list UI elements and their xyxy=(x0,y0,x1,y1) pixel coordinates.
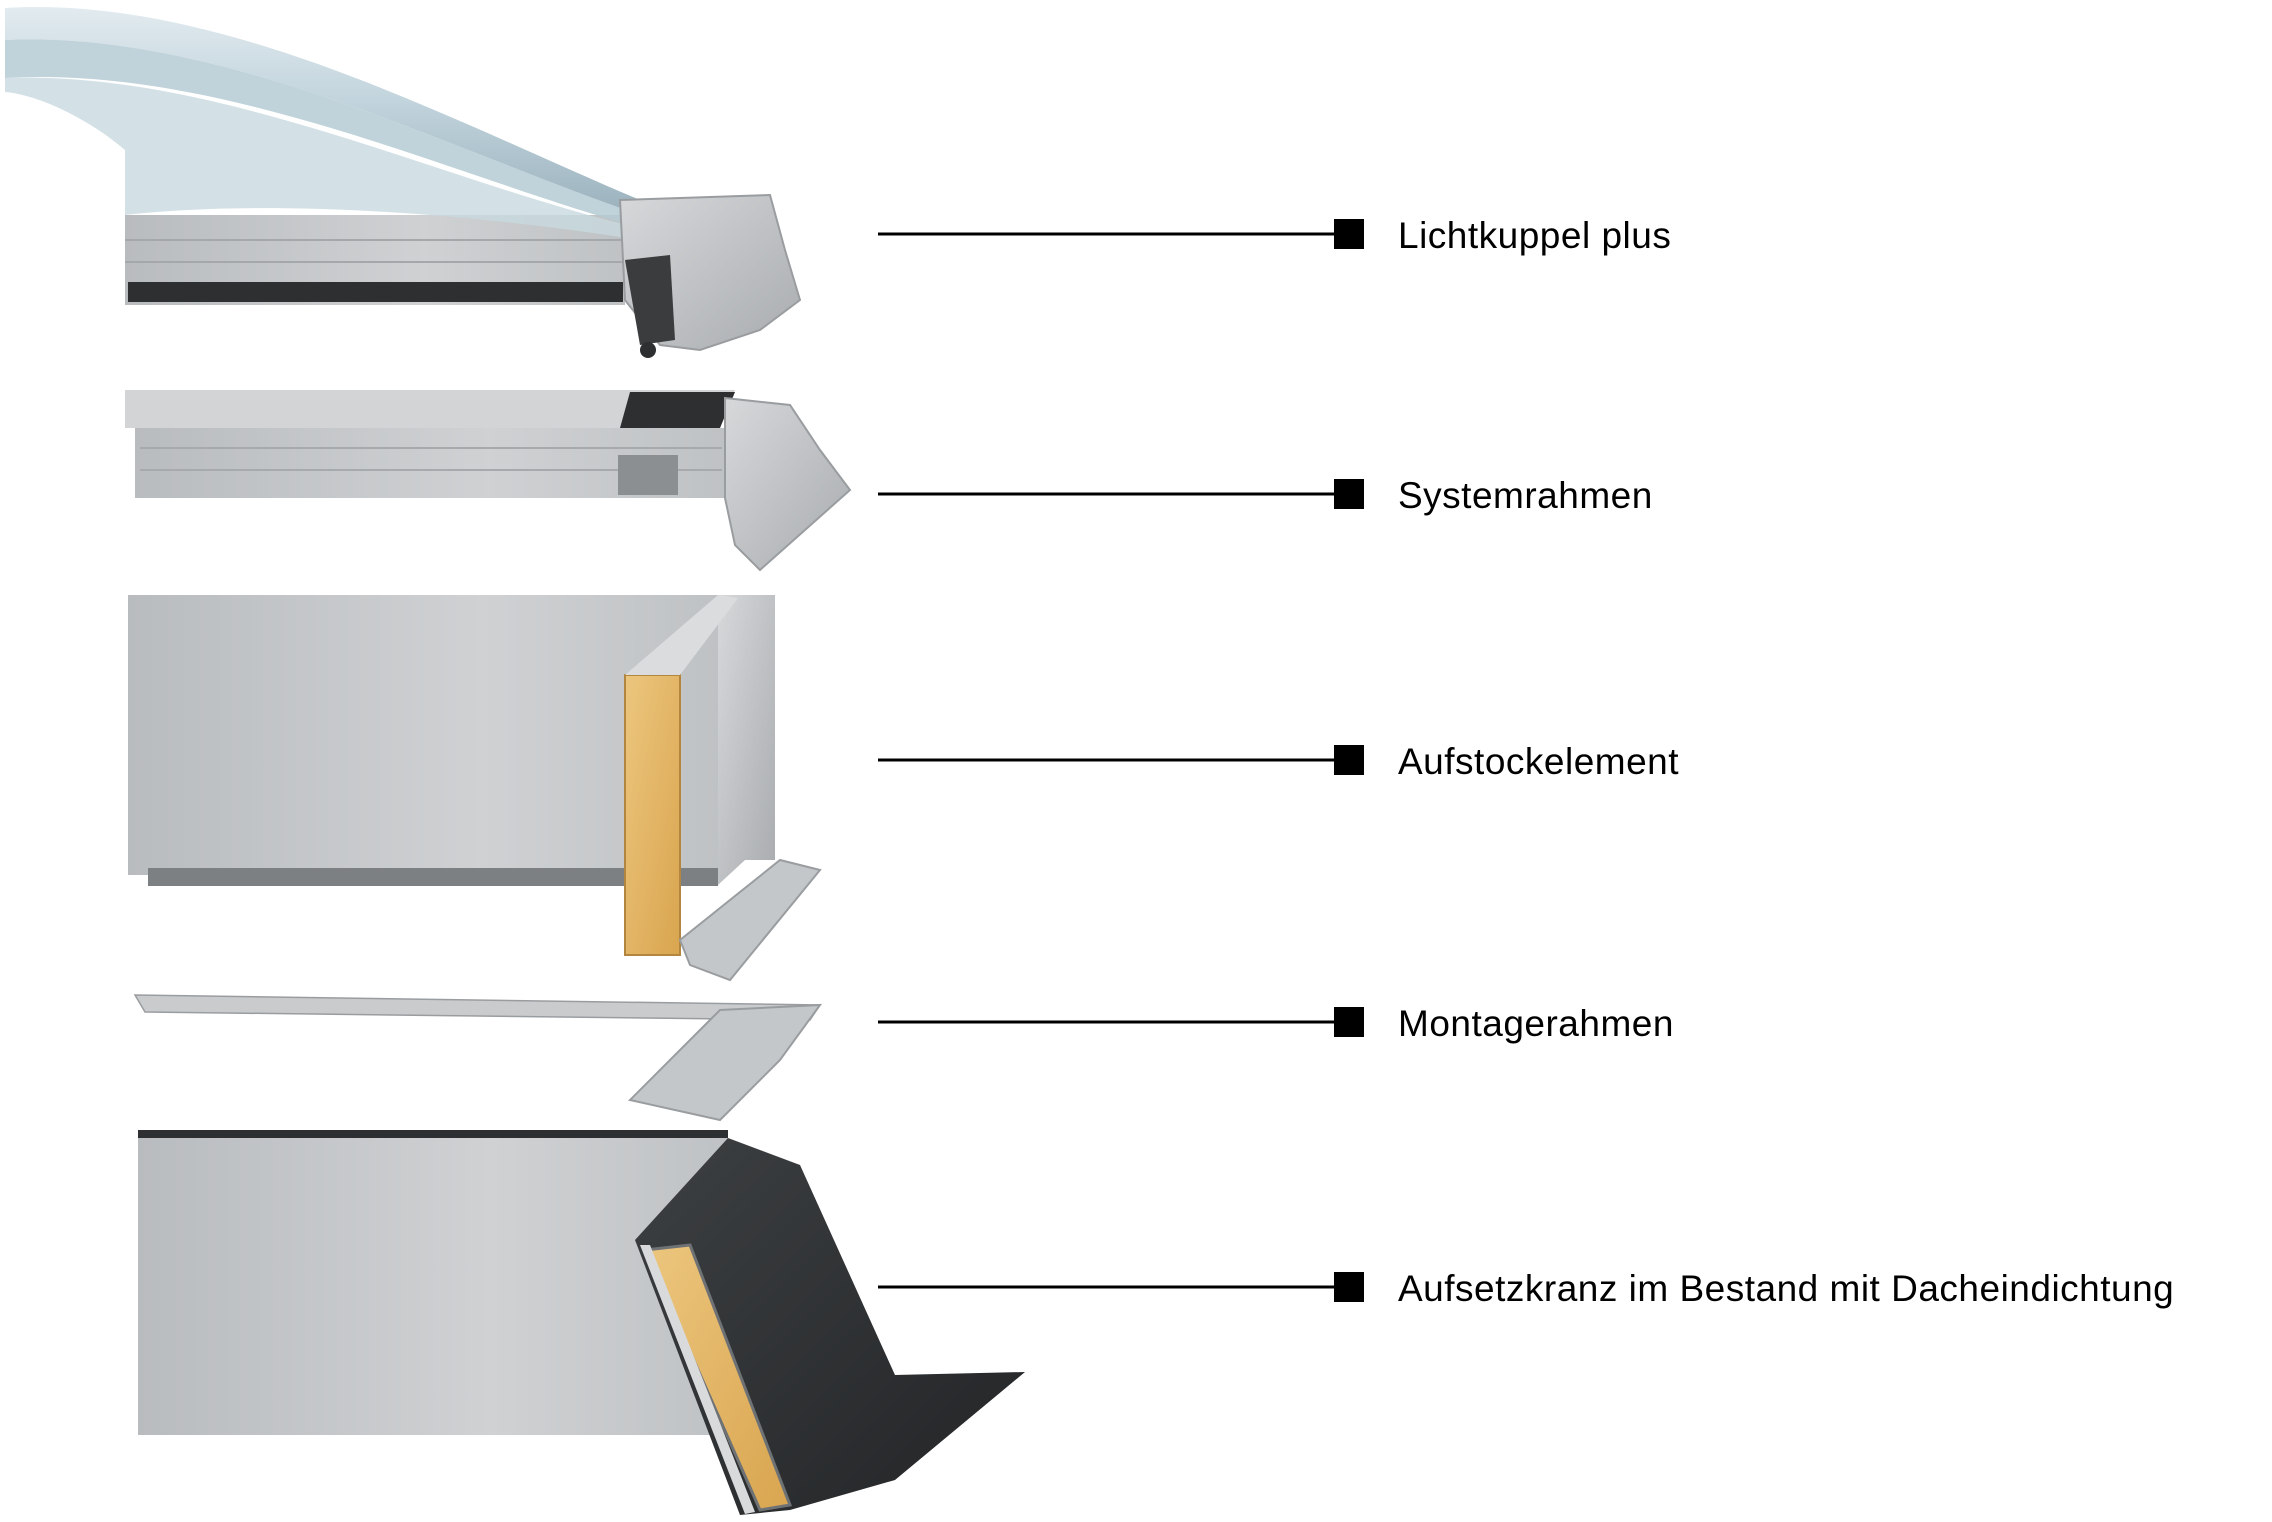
callout-marker-square xyxy=(1334,219,1364,249)
aufsetzkranz-illustration xyxy=(138,1130,1025,1515)
systemrahmen-top-face xyxy=(125,390,735,428)
montagerahmen-corner xyxy=(628,1003,823,1122)
lichtkuppel-illustration xyxy=(5,7,802,358)
systemrahmen-seal xyxy=(620,392,735,428)
label-montagerahmen: Montagerahmen xyxy=(1398,1003,1674,1044)
lichtkuppel-gasket xyxy=(128,282,623,302)
label-aufsetzkranz: Aufsetzkranz im Bestand mit Dacheindicht… xyxy=(1398,1268,2174,1309)
lichtkuppel-glass-middle xyxy=(5,39,640,228)
callout-marker-square xyxy=(1334,1007,1364,1037)
callout-marker-square xyxy=(1334,1272,1364,1302)
systemrahmen-corner-profile xyxy=(724,396,852,572)
aufstockelement-front xyxy=(128,595,718,875)
label-lichtkuppel: Lichtkuppel plus xyxy=(1398,215,1671,256)
aufstockelement-side xyxy=(718,595,775,885)
aufstockelement-insulation xyxy=(624,674,681,956)
callout-montagerahmen: Montagerahmen xyxy=(878,1003,1674,1044)
callout-aufsetzkranz: Aufsetzkranz im Bestand mit Dacheindicht… xyxy=(878,1268,2174,1309)
lichtkuppel-glass-inner xyxy=(5,77,640,240)
label-systemrahmen: Systemrahmen xyxy=(1398,475,1653,516)
aufstockelement-illustration xyxy=(128,595,822,982)
callout-systemrahmen: Systemrahmen xyxy=(878,475,1653,516)
montagerahmen-illustration xyxy=(133,994,823,1122)
systemrahmen-illustration xyxy=(125,390,852,572)
label-aufstockelement: Aufstockelement xyxy=(1398,741,1679,782)
callout-marker-square xyxy=(1334,745,1364,775)
callout-lichtkuppel: Lichtkuppel plus xyxy=(878,215,1671,256)
aufsetzkranz-front xyxy=(138,1135,728,1435)
callout-aufstockelement: Aufstockelement xyxy=(878,741,1679,782)
aufstockelement-flange xyxy=(678,858,822,982)
lichtkuppel-glass-outer xyxy=(5,7,640,215)
aufsetzkranz-insulation xyxy=(642,1243,793,1512)
callout-marker-square xyxy=(1334,479,1364,509)
